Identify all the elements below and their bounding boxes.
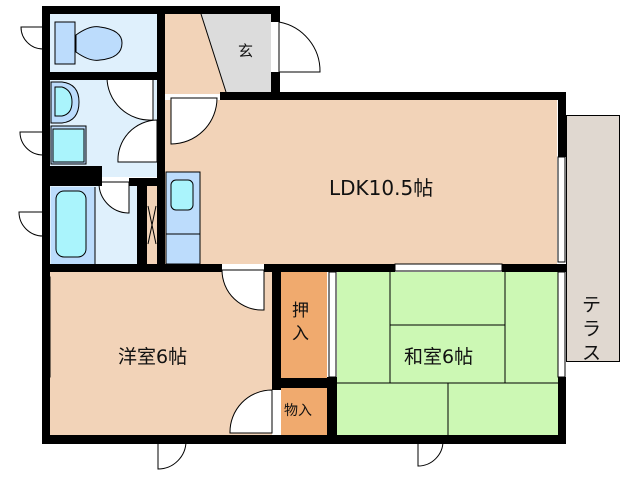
tatami-lines <box>337 272 558 435</box>
entrance-label: 玄 <box>238 42 254 60</box>
wall-closet-bottom <box>272 378 337 388</box>
terrace-label-3: ス <box>582 342 602 364</box>
wall-bath-left-gap <box>42 250 50 272</box>
western-room-label: 洋室6帖 <box>118 346 188 368</box>
closet-label-1: 押 <box>292 301 309 321</box>
wall-bottom <box>42 435 566 444</box>
wall-right-lower <box>558 377 566 444</box>
wall-passage <box>137 178 147 264</box>
wall-wet-divider <box>157 6 165 264</box>
wall-mid-horizontal <box>42 264 222 272</box>
wall-mid-horizontal-c <box>502 264 566 272</box>
ldk-room <box>165 100 557 264</box>
terrace <box>566 115 620 362</box>
japanese-room-label: 和室6帖 <box>404 346 474 368</box>
wall-wash-bottom-b <box>129 178 165 186</box>
wall-left <box>42 6 50 444</box>
wall-closet-right <box>327 377 337 443</box>
storage-label: 物入 <box>284 403 312 419</box>
closet <box>281 272 327 378</box>
wall-entrance-right <box>271 6 280 22</box>
wall-toilet-bottom <box>42 72 165 80</box>
terrace-label-2: ラ <box>582 318 602 340</box>
storage <box>281 388 327 435</box>
wall-western-right <box>272 264 281 390</box>
terrace-label-1: テ <box>582 294 602 316</box>
wall-right-upper <box>558 92 566 157</box>
ldk-label: LDK10.5帖 <box>329 176 434 200</box>
wall-wash-bottom <box>42 166 102 186</box>
wall-entrance-right-b <box>271 72 280 100</box>
wall-ldk-top <box>220 92 566 100</box>
closet-label-2: 入 <box>292 324 309 344</box>
wall-mid-horizontal-b <box>264 264 395 272</box>
